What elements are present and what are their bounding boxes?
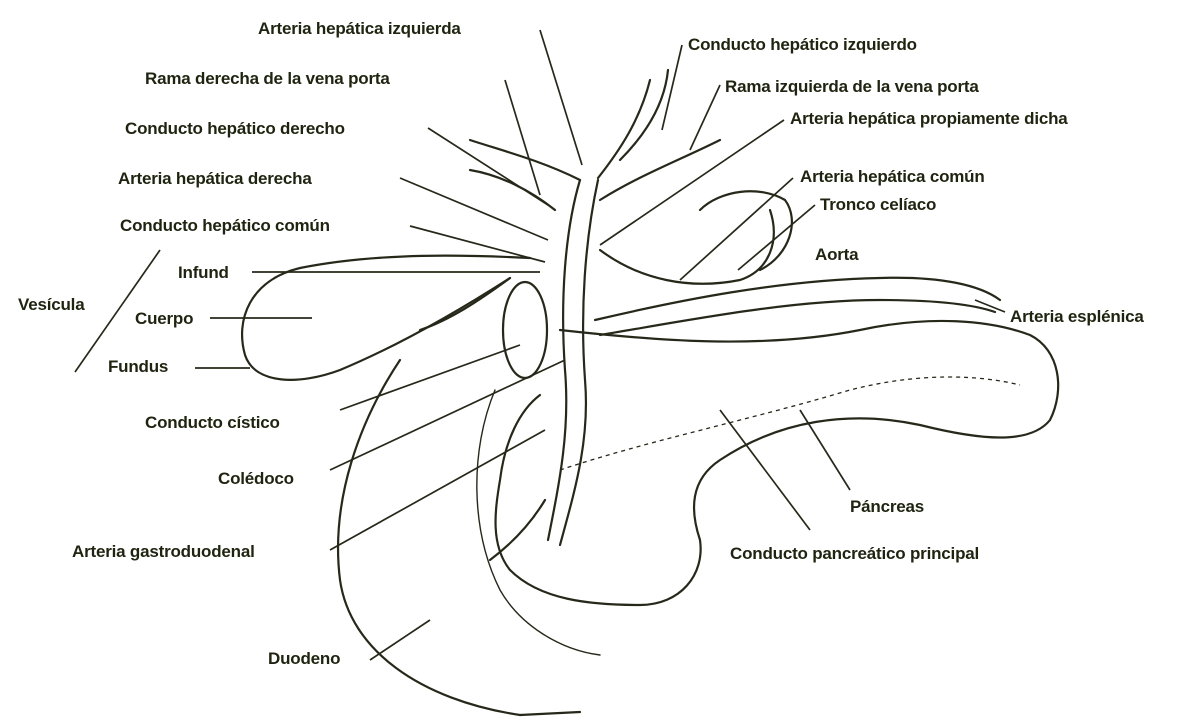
common-bile-duct-2 (560, 180, 598, 545)
label-aorta: Aorta (815, 246, 858, 263)
label-conducto-cistico: Conducto cístico (145, 414, 280, 431)
leader-coledoco (330, 360, 565, 470)
label-tronco-celiaco: Tronco celíaco (820, 196, 936, 213)
label-conducto-hepatico-derecho: Conducto hepático derecho (125, 120, 345, 137)
label-arteria-esplenica: Arteria esplénica (1010, 308, 1144, 325)
cystic-duct-loop (503, 282, 547, 378)
leader-rama-derecha (505, 80, 540, 195)
leader-tronco-celiaco (738, 205, 815, 270)
label-conducto-hepatico-comun: Conducto hepático común (120, 217, 330, 234)
label-arteria-hepatica-izquierda: Arteria hepática izquierda (258, 20, 461, 37)
label-fundus: Fundus (108, 358, 168, 375)
leader-conducto-hepatico-derecho (428, 128, 548, 205)
main-pancreatic-duct (560, 377, 1020, 470)
label-coledoco: Colédoco (218, 470, 294, 487)
duodenum-curve (338, 360, 520, 715)
label-conducto-pancreatico-principal: Conducto pancreático principal (730, 545, 979, 562)
left-hepatic-duct-2 (620, 70, 668, 160)
gastroduodenal-artery (490, 500, 545, 560)
label-rama-derecha-vena-porta: Rama derecha de la vena porta (145, 70, 390, 87)
leader-arteria-hepatica-izquierda (540, 30, 582, 165)
leader-conducto-pancreatico (720, 410, 810, 530)
portal-vein-right (470, 170, 555, 210)
celiac-trunk-loop (700, 191, 792, 270)
leader-arteria-gastroduodenal (330, 430, 545, 550)
label-vesicula: Vesícula (18, 296, 84, 313)
leader-duodeno (370, 620, 430, 660)
leader-pancreas (800, 410, 850, 490)
label-cuerpo: Cuerpo (135, 310, 193, 327)
label-infund: Infund (178, 264, 229, 281)
label-rama-izquierda-vena-porta: Rama izquierda de la vena porta (725, 78, 979, 95)
label-pancreas: Páncreas (850, 498, 924, 515)
label-arteria-hepatica-comun: Arteria hepática común (800, 168, 985, 185)
label-conducto-hepatico-izquierdo: Conducto hepático izquierdo (688, 36, 917, 53)
label-arteria-hepatica-derecha: Arteria hepática derecha (118, 170, 312, 187)
leader-arteria-hepatica-derecha (400, 178, 548, 240)
leader-rama-izquierda (690, 85, 720, 150)
label-arteria-gastroduodenal: Arteria gastroduodenal (72, 543, 255, 560)
left-hepatic-duct (598, 80, 650, 178)
splenic-artery (595, 278, 1000, 320)
label-duodeno: Duodeno (268, 650, 340, 667)
duodenum-tail (520, 712, 580, 715)
leader-arteria-propiamente (600, 120, 784, 245)
leader-conducto-cistico (340, 345, 520, 410)
label-arteria-hepatica-propiamente: Arteria hepática propiamente dicha (790, 110, 1068, 127)
